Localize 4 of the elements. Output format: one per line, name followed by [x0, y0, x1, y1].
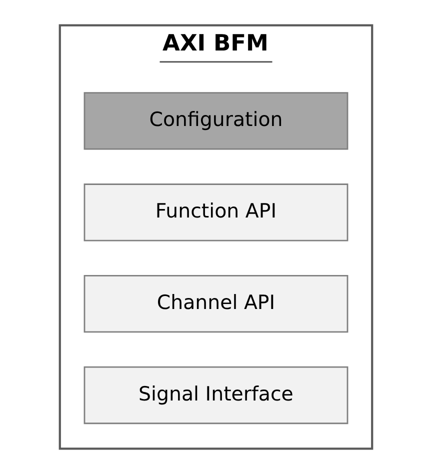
node-box: Configuration [83, 92, 348, 150]
node-box: Function API [83, 184, 348, 242]
node-box: Signal Interface [83, 366, 348, 424]
node-box: Channel API [83, 274, 348, 333]
